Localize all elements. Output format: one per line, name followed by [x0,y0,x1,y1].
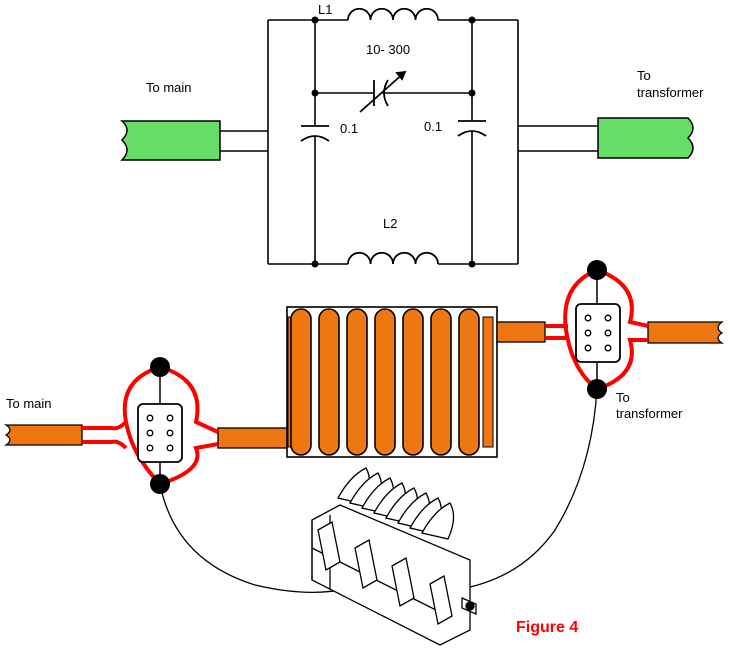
variable-capacitor [359,70,407,113]
left-terminal-top [150,357,170,377]
figure-caption: Figure 4 [516,619,578,636]
coax-stub-left [217,427,291,449]
junction-dots [311,16,476,268]
connector-left [137,403,183,463]
right-terminal-top [587,260,607,280]
l1-label: L1 [318,2,332,17]
schematic [220,19,598,265]
coax-input-physical [3,424,83,446]
coax-output-physical [647,321,725,344]
coax-output-schematic [597,117,694,159]
connector-right [575,303,621,363]
cap-right-label: 0.1 [424,119,442,134]
cap-left-label: 0.1 [340,121,358,136]
wire-left [159,483,351,593]
coax-stub-right [496,321,546,343]
inductor-l2 [347,251,439,265]
capacitor-left [300,125,330,142]
physical-output-label-1: To [616,390,630,405]
strap-left [82,365,219,486]
variable-capacitor-physical [311,467,477,646]
physical-output-label-2: transformer [616,406,683,421]
inductor-l1 [347,7,439,21]
l2-label: L2 [383,216,397,231]
schematic-output-label-1: To [637,68,651,83]
coil [286,306,498,458]
coax-input-schematic [120,120,221,161]
variable-cap-label: 10- 300 [366,42,410,57]
schematic-input-label: To main [146,80,192,95]
wire-right [454,388,598,591]
schematic-output-label-2: transformer [637,85,704,100]
capacitor-right [457,120,487,137]
physical-input-label: To main [6,396,52,411]
